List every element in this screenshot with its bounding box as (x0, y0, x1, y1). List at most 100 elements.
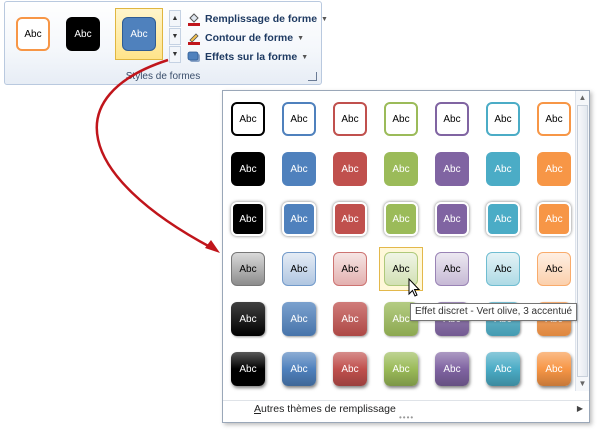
mouse-cursor-icon (408, 278, 421, 297)
swatch-label: Abc (443, 113, 461, 125)
style-swatch: Abc (486, 352, 520, 386)
more-label-accesskey: A (254, 403, 262, 415)
shape-style-option[interactable]: Abc (481, 347, 525, 391)
shape-style-option[interactable]: Abc (430, 197, 474, 241)
shape-style-option[interactable]: Abc (532, 97, 576, 141)
swatch-label: Abc (443, 163, 461, 175)
scroll-up-button[interactable]: ▲ (578, 93, 587, 102)
shape-style-option[interactable]: Abc (328, 297, 372, 341)
shape-style-option[interactable]: Abc (277, 347, 321, 391)
pencil-icon (187, 31, 201, 45)
swatch-label: Abc (494, 363, 512, 375)
shape-style-option[interactable]: Abc (226, 97, 270, 141)
scroll-down-button[interactable]: ▼ (578, 379, 587, 388)
shape-style-option[interactable]: Abc (328, 347, 372, 391)
style-swatch: Abc (384, 202, 418, 236)
chevron-right-icon: ▶ (576, 404, 583, 413)
ribbon-commands: Remplissage de forme ▼ Contour de forme … (187, 10, 328, 67)
shape-style-option[interactable]: Abc (277, 297, 321, 341)
swatch-label: Abc (341, 363, 359, 375)
shape-style-option[interactable]: Abc (430, 347, 474, 391)
swatch-label: Abc (290, 113, 308, 125)
dialog-launcher-icon[interactable] (308, 72, 317, 81)
swatch-label: Abc (341, 263, 359, 275)
style-swatch: Abc (333, 252, 367, 286)
gallery-scrollbar[interactable]: ▲ ▼ (575, 91, 589, 391)
swatch-label: Abc (392, 163, 410, 175)
shape-style-option[interactable]: Abc (481, 97, 525, 141)
shape-style-option[interactable]: Abc (328, 97, 372, 141)
shape-style-option[interactable]: Abc (430, 147, 474, 191)
shape-style-option[interactable]: Abc (532, 147, 576, 191)
scroll-up-button[interactable]: ▲ (169, 10, 181, 27)
style-swatch: Abc (486, 252, 520, 286)
shape-style-option[interactable]: Abc (481, 247, 525, 291)
shape-style-option[interactable]: Abc (328, 197, 372, 241)
style-swatch: Abc (333, 152, 367, 186)
shape-style-option[interactable]: Abc (226, 197, 270, 241)
shape-style-option[interactable]: Abc (277, 247, 321, 291)
shape-style-option[interactable]: Abc (277, 97, 321, 141)
style-swatch: Abc (282, 152, 316, 186)
style-swatch: Abc (333, 202, 367, 236)
shape-style-option[interactable]: Abc (430, 247, 474, 291)
shape-effects-icon (187, 50, 201, 64)
style-swatch: Abc (537, 152, 571, 186)
shape-style-option[interactable]: Abc (226, 347, 270, 391)
swatch-label: Abc (443, 363, 461, 375)
shape-style-option[interactable]: Abc (481, 197, 525, 241)
style-swatch: Abc (231, 102, 265, 136)
swatch-label: Abc (290, 313, 308, 325)
swatch-label: Abc (545, 263, 563, 275)
shape-style-option[interactable]: Abc (532, 247, 576, 291)
swatch-label: Abc (392, 313, 410, 325)
more-fill-themes-menu-item[interactable]: Autres thèmes de remplissage ▶ (223, 400, 589, 416)
shape-style-option[interactable]: Abc (532, 347, 576, 391)
style-swatch: Abc (435, 252, 469, 286)
swatch-label: Abc (74, 28, 92, 40)
shape-style-option[interactable]: Abc (379, 347, 423, 391)
style-swatch: Abc (486, 202, 520, 236)
shape-style-option[interactable]: Abc (532, 197, 576, 241)
shape-outline-button[interactable]: Contour de forme ▼ (187, 29, 328, 47)
shape-outline-label: Contour de forme (205, 32, 294, 44)
shape-style-option[interactable]: Abc (379, 97, 423, 141)
shape-effects-button[interactable]: Effets sur la forme ▼ (187, 48, 328, 66)
shape-style-option[interactable]: Abc (277, 147, 321, 191)
shape-fill-button[interactable]: Remplissage de forme ▼ (187, 10, 328, 28)
shape-style-option[interactable]: Abc (481, 147, 525, 191)
swatch-label: Abc (239, 163, 257, 175)
style-swatch: Abc (333, 102, 367, 136)
ribbon-style-thumb[interactable]: Abc (11, 12, 55, 56)
shape-style-option[interactable]: Abc (430, 97, 474, 141)
scroll-thumb[interactable] (577, 105, 588, 377)
swatch-label: Abc (341, 213, 359, 225)
shape-style-option[interactable]: Abc (328, 247, 372, 291)
shape-styles-group: Abc Abc Abc ▲ ▼ ▼ Remplissage de forme ▼… (4, 1, 328, 85)
swatch-label: Abc (290, 163, 308, 175)
scroll-down-button[interactable]: ▼ (169, 28, 181, 45)
chevron-down-icon: ▼ (321, 15, 328, 23)
shape-fill-label: Remplissage de forme (205, 13, 318, 25)
style-swatch: Abc (384, 252, 418, 286)
swatch-label: Abc (341, 313, 359, 325)
shape-style-option[interactable]: Abc (379, 247, 423, 291)
style-swatch: Abc (384, 352, 418, 386)
ribbon-style-thumb-selected[interactable]: Abc (115, 8, 163, 60)
shape-style-option[interactable]: Abc (226, 297, 270, 341)
shape-style-option[interactable]: Abc (226, 147, 270, 191)
shape-effects-label: Effets sur la forme (205, 51, 298, 63)
ribbon-style-thumb[interactable]: Abc (61, 12, 105, 56)
shape-style-option[interactable]: Abc (328, 147, 372, 191)
swatch-label: Abc (290, 263, 308, 275)
swatch-label: Abc (290, 363, 308, 375)
shape-style-option[interactable]: Abc (277, 197, 321, 241)
shape-style-option[interactable]: Abc (226, 247, 270, 291)
style-swatch: Abc (333, 352, 367, 386)
shape-style-option[interactable]: Abc (379, 147, 423, 191)
resize-grip-icon[interactable]: •••• (399, 413, 415, 422)
swatch-label: Abc (392, 113, 410, 125)
shape-style-option[interactable]: Abc (379, 197, 423, 241)
style-swatch: Abc (282, 252, 316, 286)
gallery-expand-button[interactable]: ▼ (169, 46, 181, 63)
